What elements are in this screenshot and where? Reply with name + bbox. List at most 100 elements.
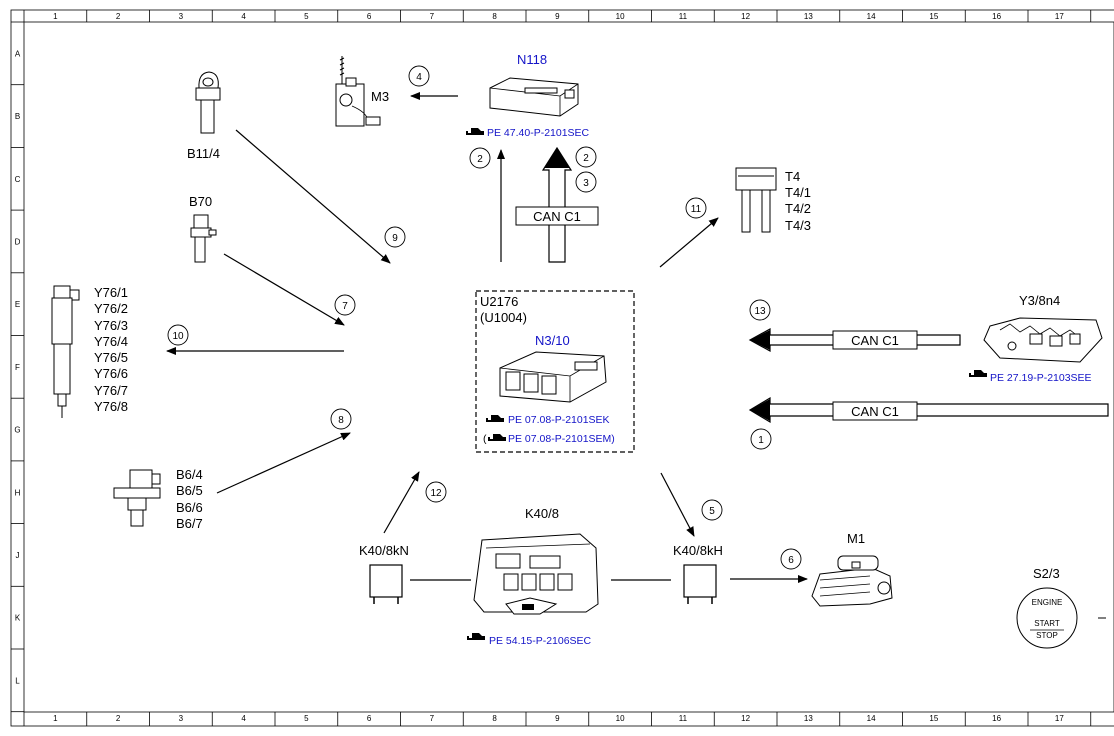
- k40-8-reference-link[interactable]: PE 54.15-P-2106SEC: [467, 633, 592, 647]
- k40-8kn-relay-icon: [369, 564, 403, 604]
- grid-column-label: 4: [241, 714, 246, 723]
- signal-number-2-right: 2: [575, 146, 597, 168]
- grid-column-label: 3: [179, 12, 184, 21]
- t4-2-label: T4/2: [785, 201, 811, 216]
- signal-number-9: 9: [384, 226, 406, 248]
- grid-column-label: 15: [929, 12, 938, 21]
- grid-column-label: 11: [679, 12, 688, 21]
- grid-column-label: 8: [492, 12, 497, 21]
- b6-4-label: B6/4: [176, 467, 203, 482]
- svg-text:3: 3: [583, 178, 589, 189]
- k40-8kh-relay-icon: [683, 564, 717, 604]
- grid-column-label: 13: [804, 714, 813, 723]
- pointing-hand-icon: [969, 370, 987, 377]
- n3-10-reference-2-paren: (: [483, 433, 487, 445]
- grid-column-label: 2: [116, 714, 121, 723]
- signal-number-6: 6: [780, 548, 802, 570]
- grid-row-label: K: [15, 614, 21, 623]
- t4-fuel-level-sensor-icon: [735, 167, 777, 233]
- u1004-label: (U1004): [480, 310, 527, 325]
- svg-text:7: 7: [342, 301, 348, 312]
- b6-5-label: B6/5: [176, 483, 203, 498]
- grid-column-label: 5: [304, 714, 309, 723]
- svg-text:13: 13: [754, 306, 766, 317]
- signal-number-7: 7: [334, 294, 356, 316]
- grid-row-label: H: [15, 488, 21, 497]
- grid-column-label: 9: [555, 714, 560, 723]
- signal-number-markers: 1 2 2 3 4 5 6 7 8 9 10 11 12 13: [167, 65, 802, 570]
- y3-8n4-label: Y3/8n4: [1019, 293, 1060, 308]
- y76-1-label: Y76/1: [94, 285, 128, 300]
- grid-row-label: B: [15, 112, 20, 121]
- n3-10-label: N3/10: [535, 333, 570, 348]
- can-bus-arrow-13: CAN C1: [748, 327, 961, 353]
- m1-starter-motor-icon: [811, 555, 893, 607]
- signal-number-13: 13: [749, 299, 771, 321]
- grid-column-label: 1: [53, 12, 58, 21]
- grid-column-label: 17: [1055, 714, 1064, 723]
- grid-column-label: 12: [741, 12, 750, 21]
- b70-label: B70: [189, 194, 212, 209]
- grid-column-label: 14: [867, 714, 876, 723]
- svg-text:5: 5: [709, 506, 715, 517]
- grid-column-label: 10: [616, 714, 625, 723]
- svg-text:12: 12: [430, 488, 442, 499]
- t4-label: T4: [785, 169, 800, 184]
- u2176-label: U2176: [480, 294, 518, 309]
- svg-text:10: 10: [172, 331, 184, 342]
- grid-column-label: 9: [555, 12, 560, 21]
- signal-arrow-9: [235, 129, 391, 264]
- n118-label: N118: [517, 52, 547, 67]
- pointing-hand-icon: [467, 633, 485, 640]
- grid-column-label: 6: [367, 714, 372, 723]
- n3-10-reference-2: PE 07.08-P-2101SEM): [508, 433, 615, 445]
- b11-4-label: B11/4: [187, 146, 220, 161]
- n3-10-reference-link-2[interactable]: ( PE 07.08-P-2101SEM): [483, 433, 615, 445]
- signal-number-3: 3: [575, 171, 597, 193]
- signal-arrow-7: [223, 253, 345, 326]
- y76-6-label: Y76/6: [94, 366, 128, 381]
- signal-arrow-11: [659, 217, 719, 268]
- b6-7-label: B6/7: [176, 516, 203, 531]
- signal-arrow-12: [383, 471, 420, 534]
- n118-reference-link[interactable]: PE 47.40-P-2101SEC: [466, 127, 590, 139]
- grid-row-label: F: [15, 363, 20, 372]
- b6-labels: B6/4 B6/5 B6/6 B6/7: [176, 467, 203, 531]
- can-bus-arrow-1: CAN C1: [748, 396, 1109, 424]
- grid-column-label: 5: [304, 12, 309, 21]
- m3-fuel-pump-icon: [335, 56, 381, 127]
- svg-text:9: 9: [392, 233, 398, 244]
- y76-4-label: Y76/4: [94, 334, 128, 349]
- can-bus-vertical-arrow: CAN C1: [515, 146, 599, 263]
- grid-column-label: 15: [929, 714, 938, 723]
- n3-10-reference-link-1[interactable]: PE 07.08-P-2101SEK: [486, 414, 610, 426]
- grid-column-label: 2: [116, 12, 121, 21]
- k40-8kh-label: K40/8kH: [673, 543, 723, 558]
- y3-8n4-reference-link[interactable]: PE 27.19-P-2103SEE: [969, 370, 1092, 384]
- grid-row-label: C: [15, 175, 21, 184]
- y76-5-label: Y76/5: [94, 350, 128, 365]
- n3-10-reference-1: PE 07.08-P-2101SEK: [508, 414, 610, 426]
- t4-1-label: T4/1: [785, 185, 811, 200]
- diagram-frame: [10, 9, 1114, 727]
- k40-8kn-label: K40/8kN: [359, 543, 409, 558]
- y76-2-label: Y76/2: [94, 301, 128, 316]
- t4-3-label: T4/3: [785, 218, 811, 233]
- grid-column-label: 10: [616, 12, 625, 21]
- n118-control-unit-icon: [489, 77, 579, 117]
- grid-column-label: 17: [1055, 12, 1064, 21]
- signal-number-12: 12: [425, 481, 447, 503]
- b6-6-label: B6/6: [176, 500, 203, 515]
- k40-8-reference: PE 54.15-P-2106SEC: [489, 635, 592, 647]
- grid-column-label: 7: [430, 714, 435, 723]
- can-c1-label-13: CAN C1: [851, 333, 899, 348]
- s2-3-engine-start-stop-button[interactable]: ENGINE START STOP: [1016, 587, 1078, 649]
- grid-column-label: 4: [241, 12, 246, 21]
- signal-number-8: 8: [330, 408, 352, 430]
- signal-arrow-5: [660, 472, 695, 537]
- y3-8n4-transmission-control-icon: [983, 317, 1103, 363]
- signal-number-10: 10: [167, 324, 189, 346]
- signal-arrows: [166, 92, 808, 583]
- signal-number-11: 11: [685, 197, 707, 219]
- grid-row-label: A: [15, 49, 21, 58]
